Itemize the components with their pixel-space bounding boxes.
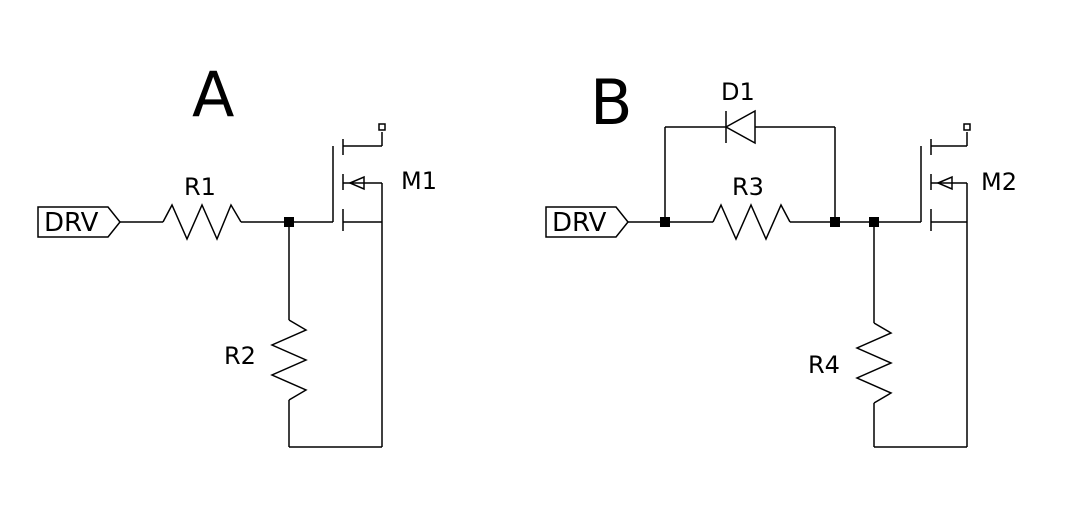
drv-port-a-label: DRV	[44, 208, 99, 238]
drv-port-a-shape	[37, 206, 121, 238]
junction-a-gate	[284, 217, 294, 227]
circuit-b	[545, 109, 971, 448]
junction-b-gate	[869, 217, 879, 227]
drv-port-b-label: DRV	[552, 208, 607, 238]
resistor-r4-symbol	[855, 322, 893, 404]
circuit-a	[37, 123, 386, 448]
transistor-m2-label: M2	[981, 168, 1017, 196]
resistor-r4-label: R4	[808, 351, 840, 379]
circuit-a-label: A	[192, 58, 234, 131]
m1-body-arrow-icon	[348, 175, 365, 191]
transistor-m1-label: M1	[401, 167, 437, 195]
diode-d1-label: D1	[721, 78, 755, 106]
m2-body-arrow-icon	[936, 175, 953, 191]
resistor-r2-symbol	[270, 319, 308, 401]
m2-drain-terminal-icon	[963, 123, 971, 131]
resistor-r2-label: R2	[224, 342, 256, 370]
resistor-r3-label: R3	[732, 173, 764, 201]
resistor-r1-symbol	[162, 203, 242, 241]
drv-port-b-shape	[545, 206, 629, 238]
resistor-r3-symbol	[712, 203, 791, 241]
resistor-r1-label: R1	[184, 173, 216, 201]
circuit-b-label: B	[590, 66, 633, 139]
junction-b-input	[660, 217, 670, 227]
junction-b-diode-right	[830, 217, 840, 227]
diode-d1-triangle	[724, 109, 756, 145]
m1-drain-terminal-icon	[378, 123, 386, 131]
